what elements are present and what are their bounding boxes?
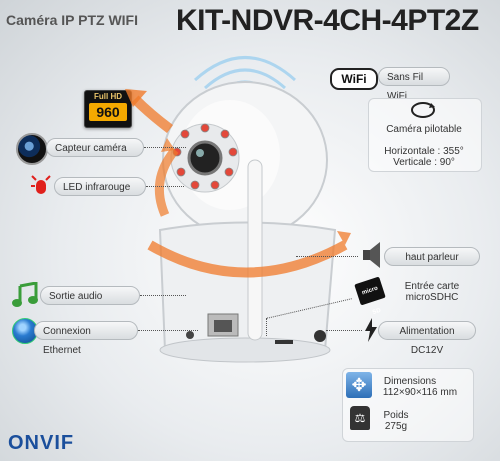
ptz-horizontal: Horizontale : 355° bbox=[384, 146, 464, 157]
feature-wireless-label: Sans Fil WiFi bbox=[387, 72, 424, 102]
onvif-logo: ONVIF bbox=[8, 432, 74, 455]
connector-line bbox=[138, 330, 198, 331]
camera-lens-icon bbox=[16, 133, 48, 165]
feature-power: Alimentation DC12V bbox=[378, 321, 476, 356]
dimensions-value: 112×90×116 mm bbox=[382, 387, 458, 398]
camera-lens bbox=[187, 140, 223, 176]
connector-line bbox=[144, 147, 186, 148]
weight-icon: ⚖ bbox=[350, 406, 370, 430]
ptz-title: Caméra pilotable bbox=[386, 124, 462, 135]
feature-audio-out-label: Sortie audio bbox=[49, 291, 103, 302]
ptz-info-box bbox=[368, 98, 482, 172]
connector-line bbox=[266, 318, 267, 336]
lightning-icon bbox=[365, 318, 377, 342]
antenna bbox=[247, 159, 263, 341]
feature-power-label: Alimentation DC12V bbox=[399, 326, 455, 356]
connector-line bbox=[146, 186, 184, 187]
fullhd-label: Full HD bbox=[94, 92, 122, 101]
wifi-logo-text: WiFi bbox=[341, 72, 367, 86]
product-model: KIT-NDVR-4CH-4PT2Z bbox=[176, 4, 479, 37]
rotate-icon bbox=[411, 102, 435, 118]
speaker-icon bbox=[363, 242, 380, 268]
ptz-vertical: Verticale : 90° bbox=[393, 157, 455, 168]
dimensions-icon: ✥ bbox=[346, 372, 372, 398]
feature-wireless: Sans Fil WiFi bbox=[378, 67, 450, 102]
music-note-icon bbox=[12, 282, 38, 307]
wifi-logo-icon: WiFi bbox=[330, 68, 378, 90]
fullhd-number: 960 bbox=[89, 103, 127, 121]
weight-title: Poids bbox=[383, 410, 409, 421]
feature-ethernet-label: Connexion Ethernet bbox=[43, 326, 91, 356]
feature-microsd-line2: microSDHC bbox=[405, 292, 459, 303]
feature-camera-sensor-label: Capteur caméra bbox=[55, 143, 127, 154]
feature-speaker: haut parleur bbox=[384, 247, 480, 266]
infrared-led-icon bbox=[31, 175, 51, 194]
feature-speaker-label: haut parleur bbox=[405, 252, 459, 263]
tilt-rotation-arrow bbox=[154, 147, 179, 217]
connector-line bbox=[326, 330, 362, 331]
feature-ir-led: LED infrarouge bbox=[54, 177, 146, 196]
connector-line bbox=[140, 295, 186, 296]
onvif-logo-text: ONVIF bbox=[8, 432, 75, 454]
dimensions-title: Dimensions bbox=[383, 376, 437, 387]
feature-microsd-line1: Entrée carte bbox=[404, 281, 460, 292]
connector-line bbox=[296, 256, 358, 257]
feature-camera-sensor: Capteur caméra bbox=[46, 138, 144, 157]
fullhd-badge: Full HD 960 bbox=[84, 90, 132, 128]
tilt-up-arrow-icon bbox=[125, 89, 174, 133]
product-subtitle: Caméra IP PTZ WIFI bbox=[6, 12, 138, 28]
feature-ethernet: Connexion Ethernet bbox=[34, 321, 138, 356]
feature-ir-led-label: LED infrarouge bbox=[63, 182, 131, 193]
weight-value: 275g bbox=[384, 421, 408, 432]
feature-audio-out: Sortie audio bbox=[40, 286, 140, 305]
